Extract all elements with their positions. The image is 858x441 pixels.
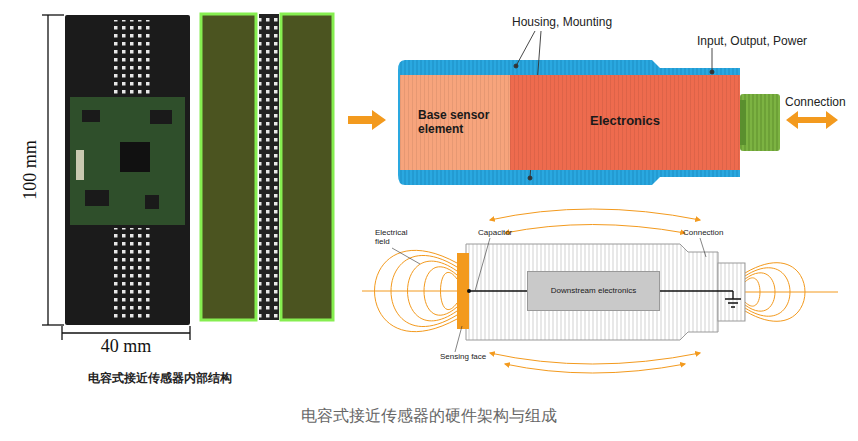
part-label: Electrical field [375,228,420,246]
connector-outline [718,263,745,321]
io-arrow [786,111,838,129]
connector-collar [740,100,746,145]
field-arc [505,225,685,234]
leader-line [712,48,713,72]
part-label: Housing, Mounting [512,16,612,30]
pcb-photo [65,14,333,325]
chip [82,110,100,122]
leader-dot [528,176,532,180]
node-text: Electronics [590,113,736,129]
leader-dot [710,70,714,74]
field-line [745,292,838,293]
connector-thread [740,94,780,151]
field-arc [505,364,685,373]
field-line [362,291,457,292]
wire [660,290,733,291]
field-arc [490,353,700,364]
chip [85,190,109,206]
figure-caption: 电容式接近传感器的硬件架构与组成 [301,407,557,425]
leader-dot [514,64,518,68]
pad-array [259,14,279,320]
node-text: Downstream electronics [530,286,657,296]
part-label: Connection [785,96,846,110]
dimension-tick [42,14,64,15]
figure-label: 电容式接近传感器内部结构 [88,372,232,386]
pad-array [113,20,153,95]
input-arrow [348,110,386,130]
electrode-panel [201,14,256,320]
field-arc [490,209,700,220]
pad-array [113,228,153,320]
field-lines [362,209,838,373]
component [76,150,84,180]
chip [145,195,159,209]
electrode-strip [259,14,279,320]
leader-line [475,238,490,291]
leader-line [392,248,420,264]
chip [150,110,172,124]
chip [120,142,150,172]
electronics-block: Electronics [510,75,740,170]
pcb-board [65,15,190,325]
dimension-label: 100 mm [20,140,41,200]
leader-line [455,326,462,352]
dimension-line [62,332,190,333]
dimension-tick [189,326,190,340]
part-label: Sensing face [440,352,486,361]
ground-symbol [725,291,741,307]
dimension-lines [42,15,190,340]
leader-line [700,238,706,257]
electrode-panel [281,14,333,320]
wire [469,290,527,291]
sensor-outline [466,244,718,340]
dimension-label: 40 mm [101,336,152,357]
sensor-housing [398,60,740,185]
part-label: Input, Output, Power [697,35,807,49]
node-text: Base sensor element [418,108,506,137]
electronics-box: Downstream electronics [527,271,660,311]
leader-line [516,31,535,66]
junction-dot [467,289,471,293]
pcb-module [70,97,185,225]
sensor-element-block: Base sensor element [400,75,510,170]
dimension-line [47,15,48,325]
part-label: Connection [683,228,723,237]
part-label: Capacitor [478,228,512,237]
dimension-tick [61,326,62,340]
dimension-tick [42,324,64,325]
